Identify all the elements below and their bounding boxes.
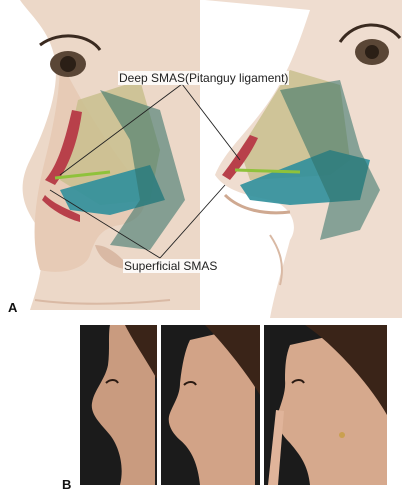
right-red-muscle bbox=[222, 135, 258, 180]
leader-line-deep-right bbox=[181, 83, 241, 161]
panel-b-photos bbox=[80, 325, 387, 485]
photo-3-profile bbox=[268, 325, 387, 485]
right-lip-outline bbox=[269, 234, 283, 286]
photo-1-profile bbox=[91, 325, 160, 485]
photo-divider-1 bbox=[157, 325, 161, 485]
left-eyebrow-lashes bbox=[39, 34, 102, 51]
left-dark-teal-layer bbox=[100, 90, 185, 250]
panel-a-illustration: Deep SMAS(Pitanguy ligament) Superficial… bbox=[20, 0, 402, 318]
profile-photos bbox=[80, 325, 387, 485]
right-nostril-shadow bbox=[223, 193, 291, 215]
right-iris bbox=[365, 45, 379, 59]
callout-superficial-smas: Superficial SMAS bbox=[123, 259, 219, 273]
earring bbox=[339, 432, 345, 438]
left-green-band bbox=[54, 170, 111, 180]
left-jaw-shadow bbox=[34, 299, 171, 305]
right-green-band bbox=[234, 168, 301, 174]
right-lashes bbox=[338, 23, 402, 43]
left-lip-shadow bbox=[95, 245, 130, 270]
right-dark-teal-layer bbox=[280, 80, 380, 240]
left-red-muscle-lower bbox=[42, 195, 80, 222]
callout-deep-smas: Deep SMAS(Pitanguy ligament) bbox=[118, 71, 290, 85]
leader-line-superficial-right bbox=[159, 184, 226, 259]
left-iris bbox=[60, 56, 76, 72]
figure-label-b: B bbox=[62, 477, 72, 492]
left-red-muscle bbox=[45, 110, 82, 185]
leader-line-deep-left bbox=[59, 83, 183, 176]
figure-label-a: A bbox=[8, 300, 18, 315]
photo-2-profile bbox=[168, 325, 260, 485]
photo-divider-2 bbox=[260, 325, 264, 485]
leader-line-superficial-left bbox=[49, 189, 161, 259]
finger-on-nose bbox=[268, 410, 284, 485]
